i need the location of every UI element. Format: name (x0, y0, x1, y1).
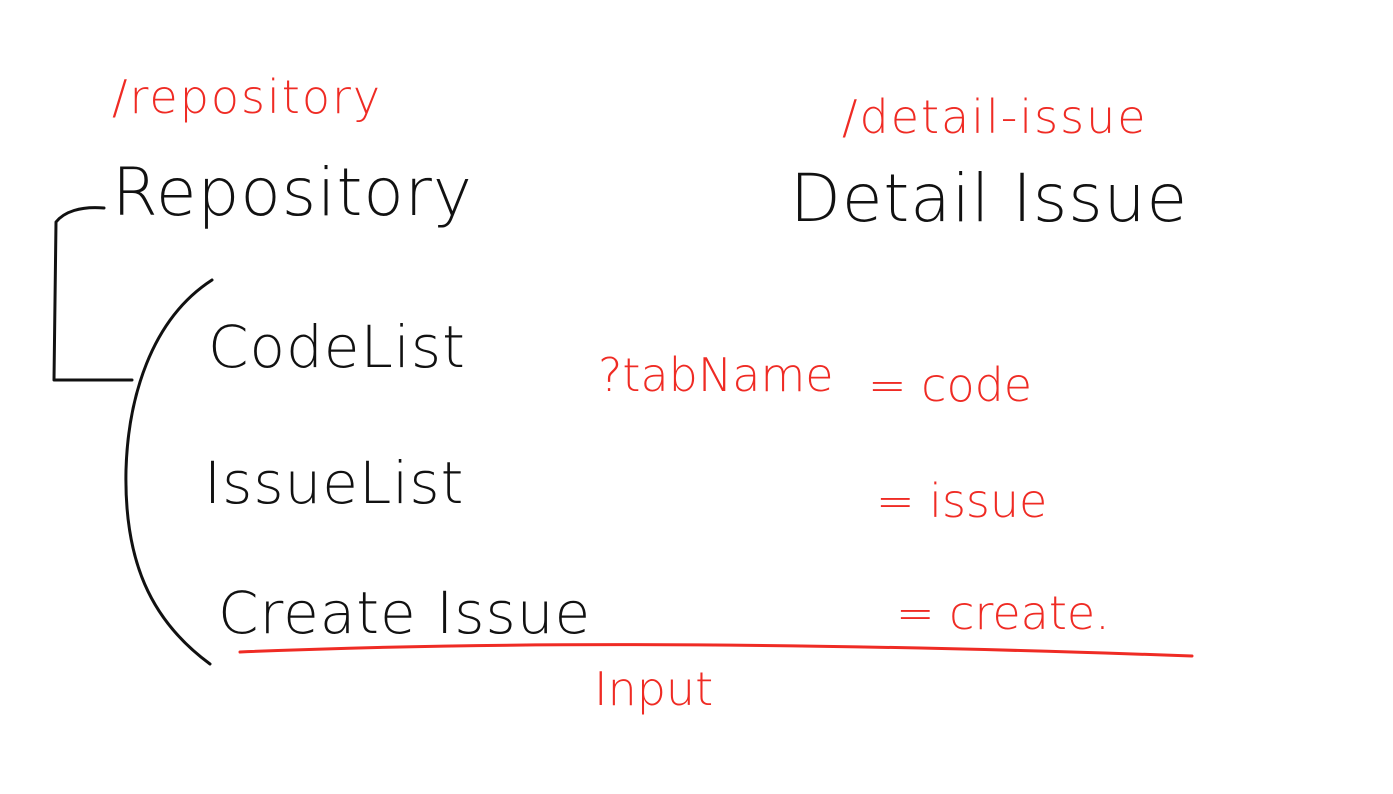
components-brace (124, 278, 214, 666)
repository-page-title: Repository (112, 154, 473, 231)
tab-value-create: = create. (896, 586, 1110, 640)
repository-bracket (52, 206, 134, 382)
repository-route-label: /repository (112, 70, 383, 124)
issue-list-component: IssueList (204, 449, 465, 517)
code-list-component: CodeList (208, 313, 466, 381)
tab-name-param: ?tabName (598, 348, 834, 402)
tab-value-issue: = issue (876, 474, 1048, 528)
tab-value-code: = code (868, 358, 1033, 412)
input-note: Input (594, 662, 714, 716)
detail-issue-page-title: Detail Issue (790, 160, 1189, 237)
input-underline (238, 643, 1194, 658)
detail-issue-route-label: /detail-issue (842, 90, 1148, 144)
create-issue-component: Create Issue (218, 579, 592, 647)
